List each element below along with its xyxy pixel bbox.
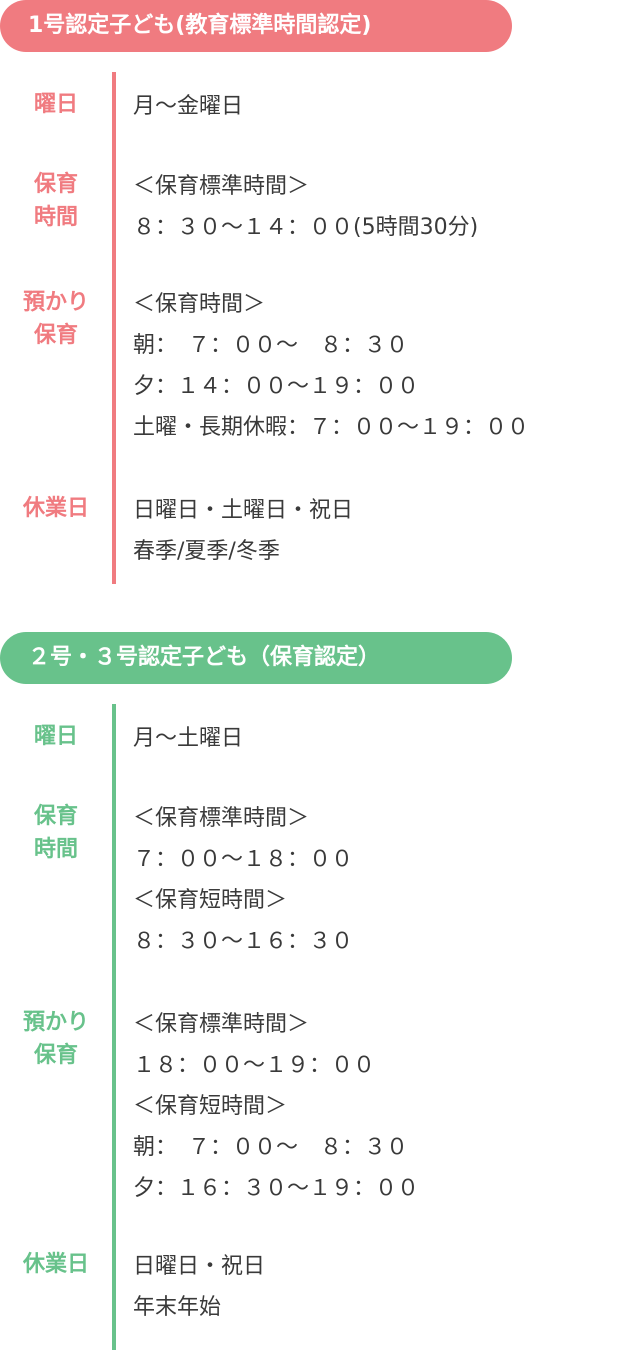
row-content: ＜保育時間＞ 朝： ７：００〜 ８：３０ 夕：１４：００〜１９：００ 土曜・長期… [133,292,530,440]
row-label: 預かり 保育 [22,1010,89,1068]
row-label: 休業日 [22,1252,89,1277]
row-label: 保育 時間 [33,172,78,230]
row-content: ＜保育標準時間＞ ７：００〜１８：００ ＜保育短時間＞ ８：３０〜１６：３０ [133,806,354,954]
section-title: 1号認定子ども(教育標準時間認定) [0,0,512,52]
row-label: 曜日 [33,92,78,117]
row-label: 保育 時間 [33,804,78,862]
row-content: 日曜日・土曜日・祝日 春季/夏季/冬季 [133,498,354,564]
row-content: 月〜土曜日 [133,726,244,751]
divider-line [112,72,116,584]
row-content: ＜保育標準時間＞ １８：００〜１９：００ ＜保育短時間＞ 朝： ７：００〜 ８：… [133,1012,420,1201]
section-type2-3: ２号・３号認定子ども（保育認定） 曜日 月〜土曜日 保育 時間 ＜保育標準時間＞… [0,632,636,1350]
section-type1: 1号認定子ども(教育標準時間認定) 曜日 月〜金曜日 保育 時間 ＜保育標準時間… [0,0,636,600]
row-label: 預かり 保育 [22,290,89,348]
section-title: ２号・３号認定子ども（保育認定） [0,632,512,684]
row-content: ＜保育標準時間＞ ８：３０〜１４：００(5時間30分) [133,174,479,240]
row-content: 月〜金曜日 [133,94,244,119]
divider-line [112,704,116,1350]
row-label: 休業日 [22,496,89,521]
row-label: 曜日 [33,724,78,749]
row-content: 日曜日・祝日 年末年始 [133,1254,266,1320]
